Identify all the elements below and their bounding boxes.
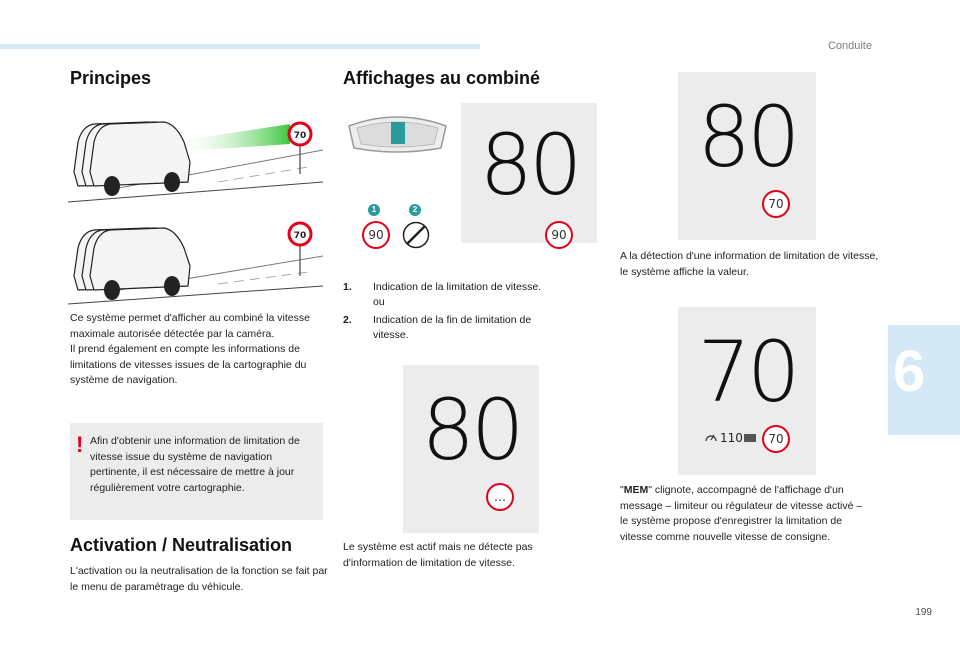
car-camera-illustration-1: 70: [68, 121, 323, 203]
activation-title: Activation / Neutralisation: [70, 535, 293, 555]
display-sign-3: 70: [762, 190, 790, 218]
display-sign-1: 90: [545, 221, 573, 249]
chapter-tab: [888, 325, 960, 435]
instrument-cluster-icon: [348, 116, 447, 153]
end-of-limit-icon: [402, 221, 430, 249]
activation-text: L'activation ou la neutralisation de la …: [70, 565, 328, 593]
speed-limit-sign: 90: [362, 221, 390, 249]
cluster-display-4: [678, 307, 816, 475]
list-number: 2.: [343, 314, 352, 326]
no-detection-caption: Le système est actif mais ne détecte pas…: [343, 541, 533, 569]
badge-1: 1: [368, 204, 380, 216]
page-number: 199: [915, 607, 932, 618]
warning-icon: !: [76, 432, 84, 457]
sign-value-1: 70: [294, 131, 307, 141]
warning-box: [70, 423, 323, 520]
list-number: 1.: [343, 281, 352, 293]
principles-title: Principes: [70, 68, 152, 88]
cluster-display-1: [461, 103, 597, 243]
cluster-display-2: [403, 365, 539, 533]
car-camera-illustration-2: 70: [68, 221, 323, 305]
display-speed-1: 80: [479, 116, 583, 214]
list-item: 1. Indication de la limitation de vitess…: [343, 280, 583, 312]
mem-quote-open: ": [620, 484, 624, 496]
display-sign-unknown: …: [486, 483, 514, 511]
display-section-title: Affichages au combiné: [343, 68, 541, 88]
cluster-display-3: [678, 72, 816, 240]
warning-text: Afin d'obtenir une information de limita…: [90, 435, 300, 494]
badge-2: 2: [409, 204, 421, 216]
header-bar: [0, 44, 480, 49]
section-title: Conduite: [827, 40, 872, 52]
list-item: 2. Indication de la fin de limitation de…: [343, 313, 583, 345]
display-speed-3: 80: [697, 88, 801, 186]
display-speed-2: 80: [421, 381, 525, 479]
limiter-value: 110: [720, 431, 743, 445]
mem-indicator: [744, 434, 756, 442]
display-speed-4: 70: [697, 323, 801, 421]
sign-value-2: 70: [294, 231, 307, 241]
mem-caption-text: " clignote, accompagné de l'affichage d'…: [620, 484, 863, 543]
limiter-icon: [705, 434, 717, 442]
list-text: Indication de la fin de limitation de vi…: [373, 314, 532, 341]
principles-text: Ce système permet d'afficher au combiné …: [70, 312, 310, 386]
chapter-number: 6: [893, 339, 926, 404]
list-text: Indication de la limitation de vitesse. …: [373, 281, 542, 308]
mem-caption: "MEM" clignote, accompagné de l'affichag…: [620, 483, 865, 545]
mem-label: MEM: [623, 484, 649, 496]
detection-caption: A la détection d'une information de limi…: [620, 250, 879, 278]
display-sign-4: 70: [762, 425, 790, 453]
